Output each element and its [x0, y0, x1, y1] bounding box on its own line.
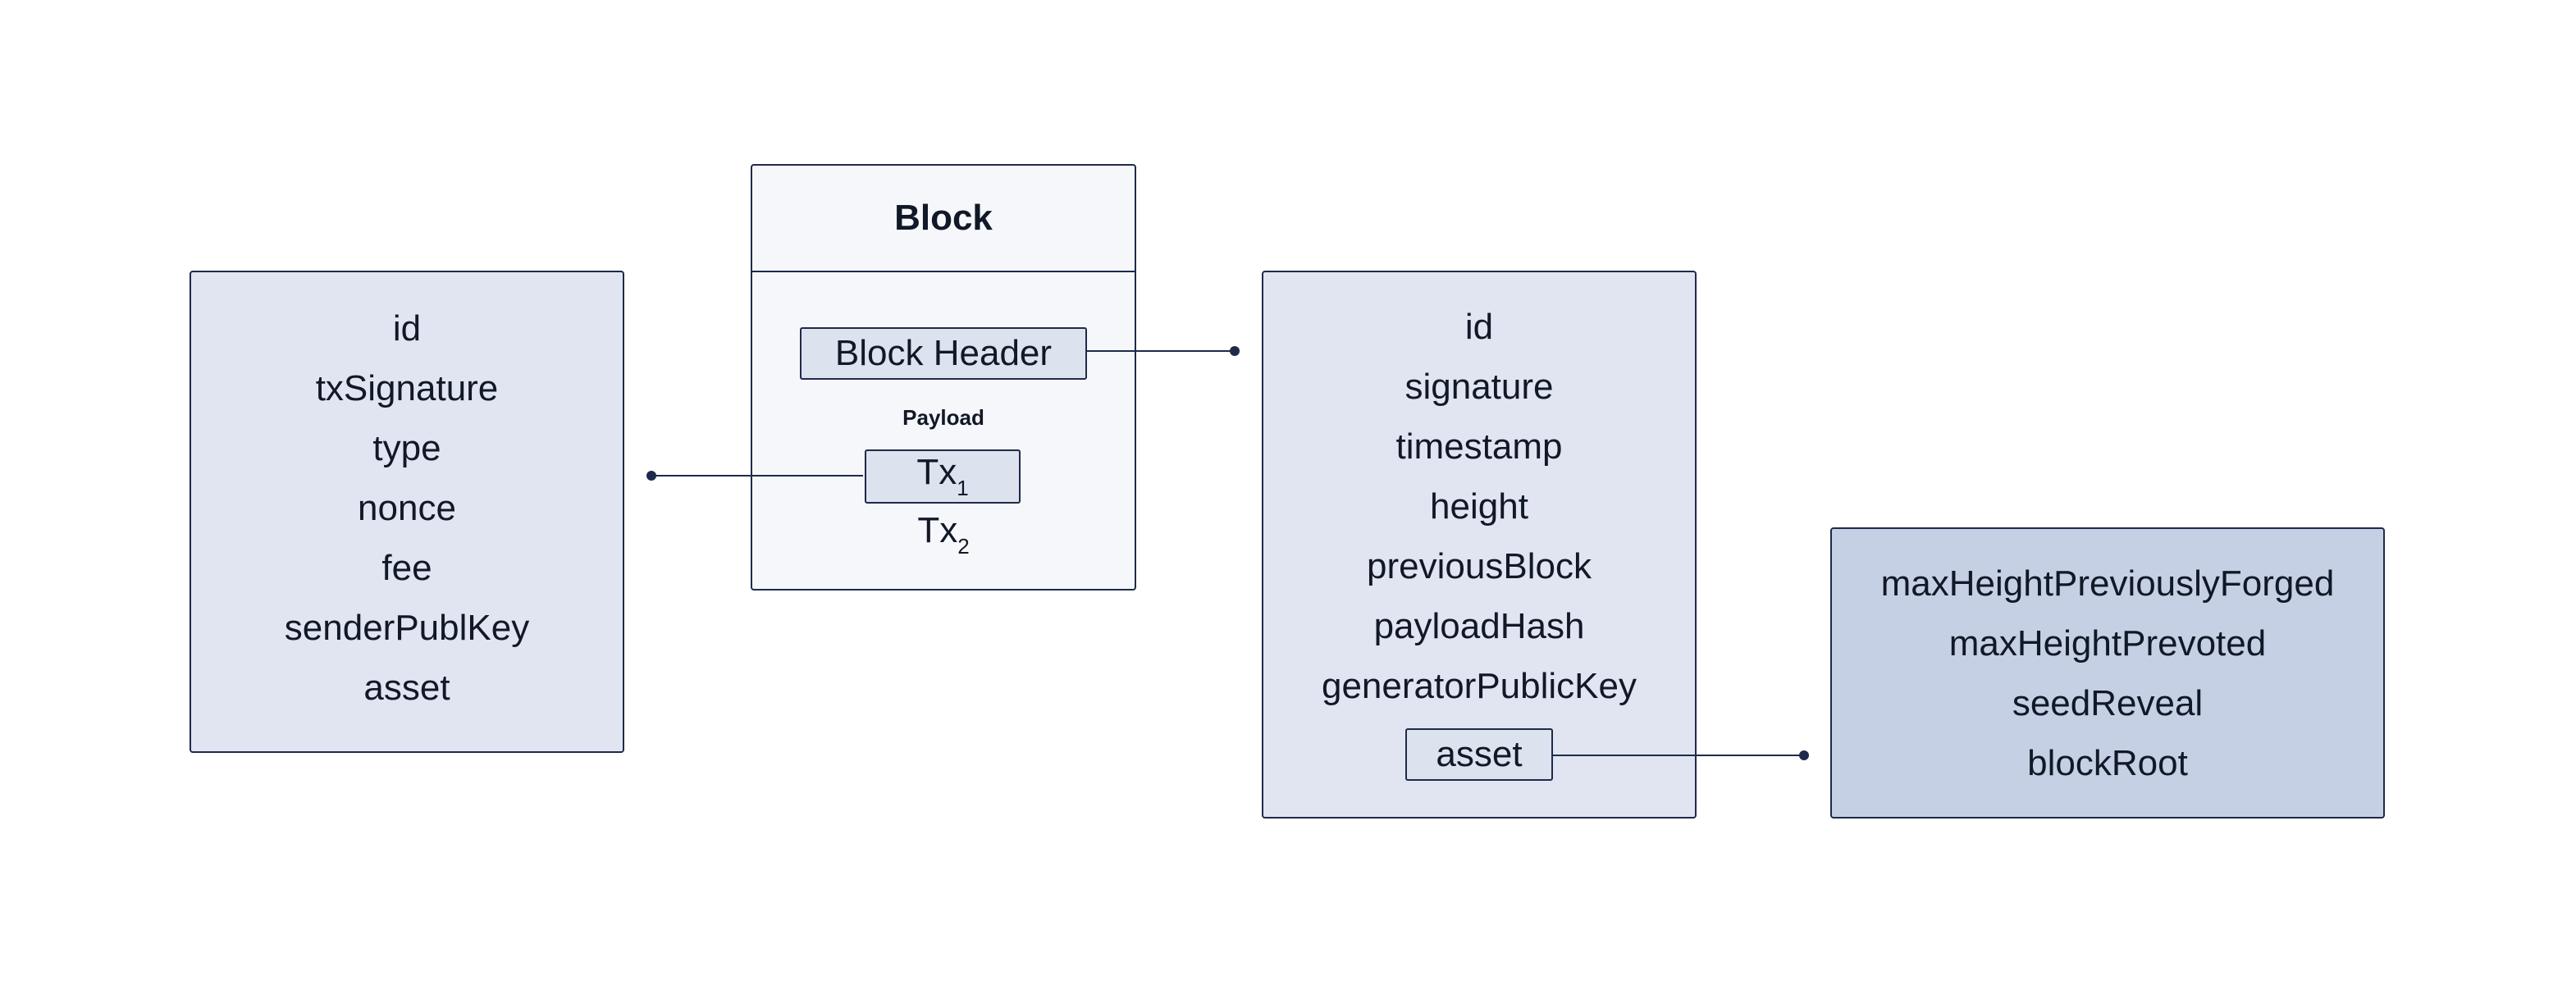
transaction-field-fee: fee: [381, 548, 432, 588]
tx1-box: Tx1: [865, 449, 1021, 504]
tx-connector-line: [651, 475, 863, 477]
asset-field-maxheightpreviouslyforged: maxHeightPreviouslyForged: [1880, 563, 2335, 604]
block-header-field-list: id signature timestamp height previousBl…: [1263, 297, 1695, 716]
asset-panel: maxHeightPreviouslyForged maxHeightPrevo…: [1830, 527, 2385, 819]
block-panel: Block Block Header Payload Tx1 Tx2: [751, 164, 1136, 591]
transaction-field-txsignature: txSignature: [315, 368, 499, 408]
header-field-previousblock: previousBlock: [1367, 546, 1592, 586]
header-connector-line: [1085, 350, 1235, 352]
tx1-label: Tx1: [916, 452, 968, 501]
asset-connector-dot: [1799, 750, 1809, 760]
header-asset-label: asset: [1436, 734, 1523, 774]
asset-field-blockroot: blockRoot: [2027, 743, 2188, 783]
header-field-payloadhash: payloadHash: [1373, 606, 1585, 646]
block-header-label: Block Header: [834, 333, 1053, 373]
header-field-signature: signature: [1404, 367, 1554, 407]
payload-label: Payload: [902, 405, 984, 430]
header-field-timestamp: timestamp: [1395, 426, 1563, 467]
header-field-generatorpublickey: generatorPublicKey: [1321, 666, 1637, 706]
block-title: Block: [752, 166, 1135, 272]
header-asset-box: asset: [1405, 728, 1553, 781]
asset-field-maxheightprevoted: maxHeightPrevoted: [1948, 623, 2267, 664]
transaction-field-asset: asset: [363, 668, 450, 708]
transaction-field-list: id txSignature type nonce fee senderPubl…: [191, 299, 623, 718]
header-connector-dot: [1230, 346, 1240, 356]
tx1-base: Tx: [916, 452, 957, 492]
header-field-id: id: [1464, 307, 1494, 347]
tx2-label: Tx2: [752, 510, 1135, 559]
transaction-field-id: id: [392, 308, 422, 349]
tx-connector-dot: [646, 471, 656, 481]
transaction-field-type: type: [372, 428, 441, 468]
header-field-height: height: [1430, 486, 1528, 527]
tx1-subscript: 1: [957, 476, 969, 500]
tx2-base: Tx: [917, 510, 958, 550]
block-header-panel: id signature timestamp height previousBl…: [1262, 271, 1697, 819]
asset-connector-line: [1551, 755, 1804, 756]
asset-field-list: maxHeightPreviouslyForged maxHeightPrevo…: [1832, 554, 2383, 793]
transaction-field-senderpublkey: senderPublKey: [284, 608, 530, 648]
transaction-field-nonce: nonce: [358, 488, 456, 528]
tx2-subscript: 2: [957, 534, 970, 559]
block-header-box: Block Header: [800, 327, 1087, 380]
asset-field-seedreveal: seedReveal: [2012, 683, 2204, 723]
transaction-panel: id txSignature type nonce fee senderPubl…: [190, 271, 624, 753]
